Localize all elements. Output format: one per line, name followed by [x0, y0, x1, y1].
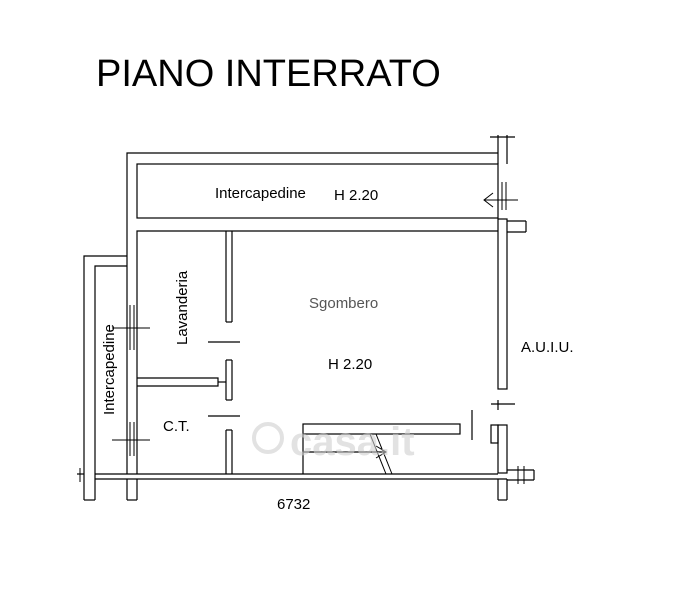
room-label-intercapedine-top: Intercapedine — [215, 185, 306, 202]
dimension-label: 6732 — [277, 496, 310, 513]
neighbor-label: A.U.I.U. — [521, 339, 574, 356]
plan-title: PIANO INTERRATO — [96, 53, 441, 95]
entrance-arrow — [483, 182, 518, 210]
room-label-lavanderia: Lavanderia — [174, 270, 191, 345]
room-label-intercapedine-left: Intercapedine — [101, 324, 118, 415]
room-label-ct: C.T. — [163, 418, 190, 435]
window-left-upper — [112, 305, 150, 350]
room-height-sgombero: H 2.20 — [328, 356, 372, 373]
stairs — [302, 410, 473, 475]
window-left-lower — [112, 422, 150, 456]
watermark-logo: casa.it — [252, 420, 415, 464]
room-label-sgombero: Sgombero — [309, 295, 378, 312]
partition-ct — [137, 359, 240, 474]
watermark-text: casa.it — [290, 420, 415, 464]
wall-bottom — [77, 466, 535, 501]
wall-intercapedine-top — [126, 152, 499, 262]
wall-right — [490, 135, 527, 474]
room-height-intercapedine-top: H 2.20 — [334, 187, 378, 204]
wall-intercapedine-left — [83, 255, 138, 501]
partition-lavanderia — [208, 231, 240, 343]
